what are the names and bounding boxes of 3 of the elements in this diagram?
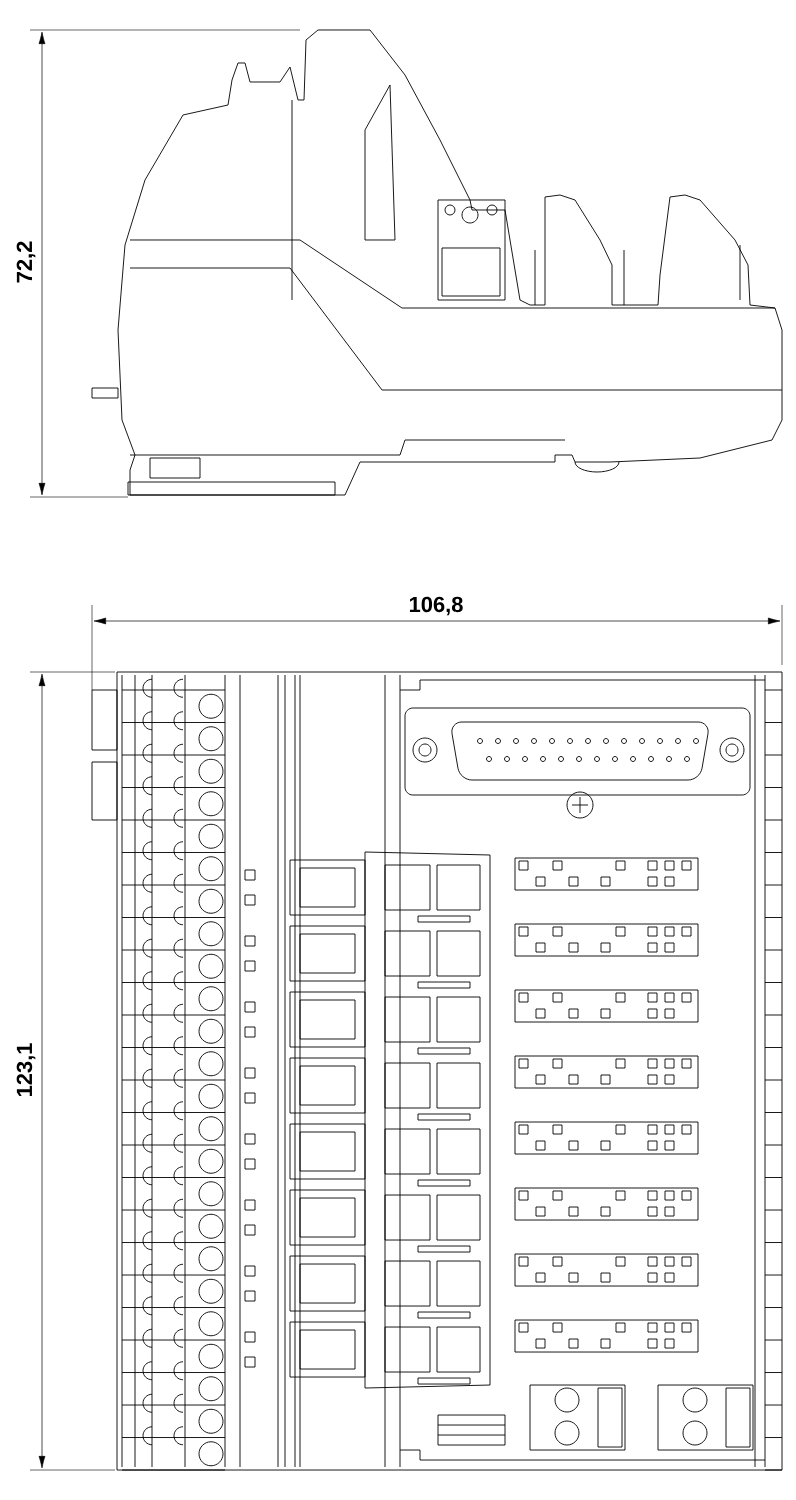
- dimension-label: 123,1: [16, 1043, 36, 1097]
- dimension-label: 72,2: [16, 241, 36, 283]
- dimension-label: 106,8: [409, 596, 463, 616]
